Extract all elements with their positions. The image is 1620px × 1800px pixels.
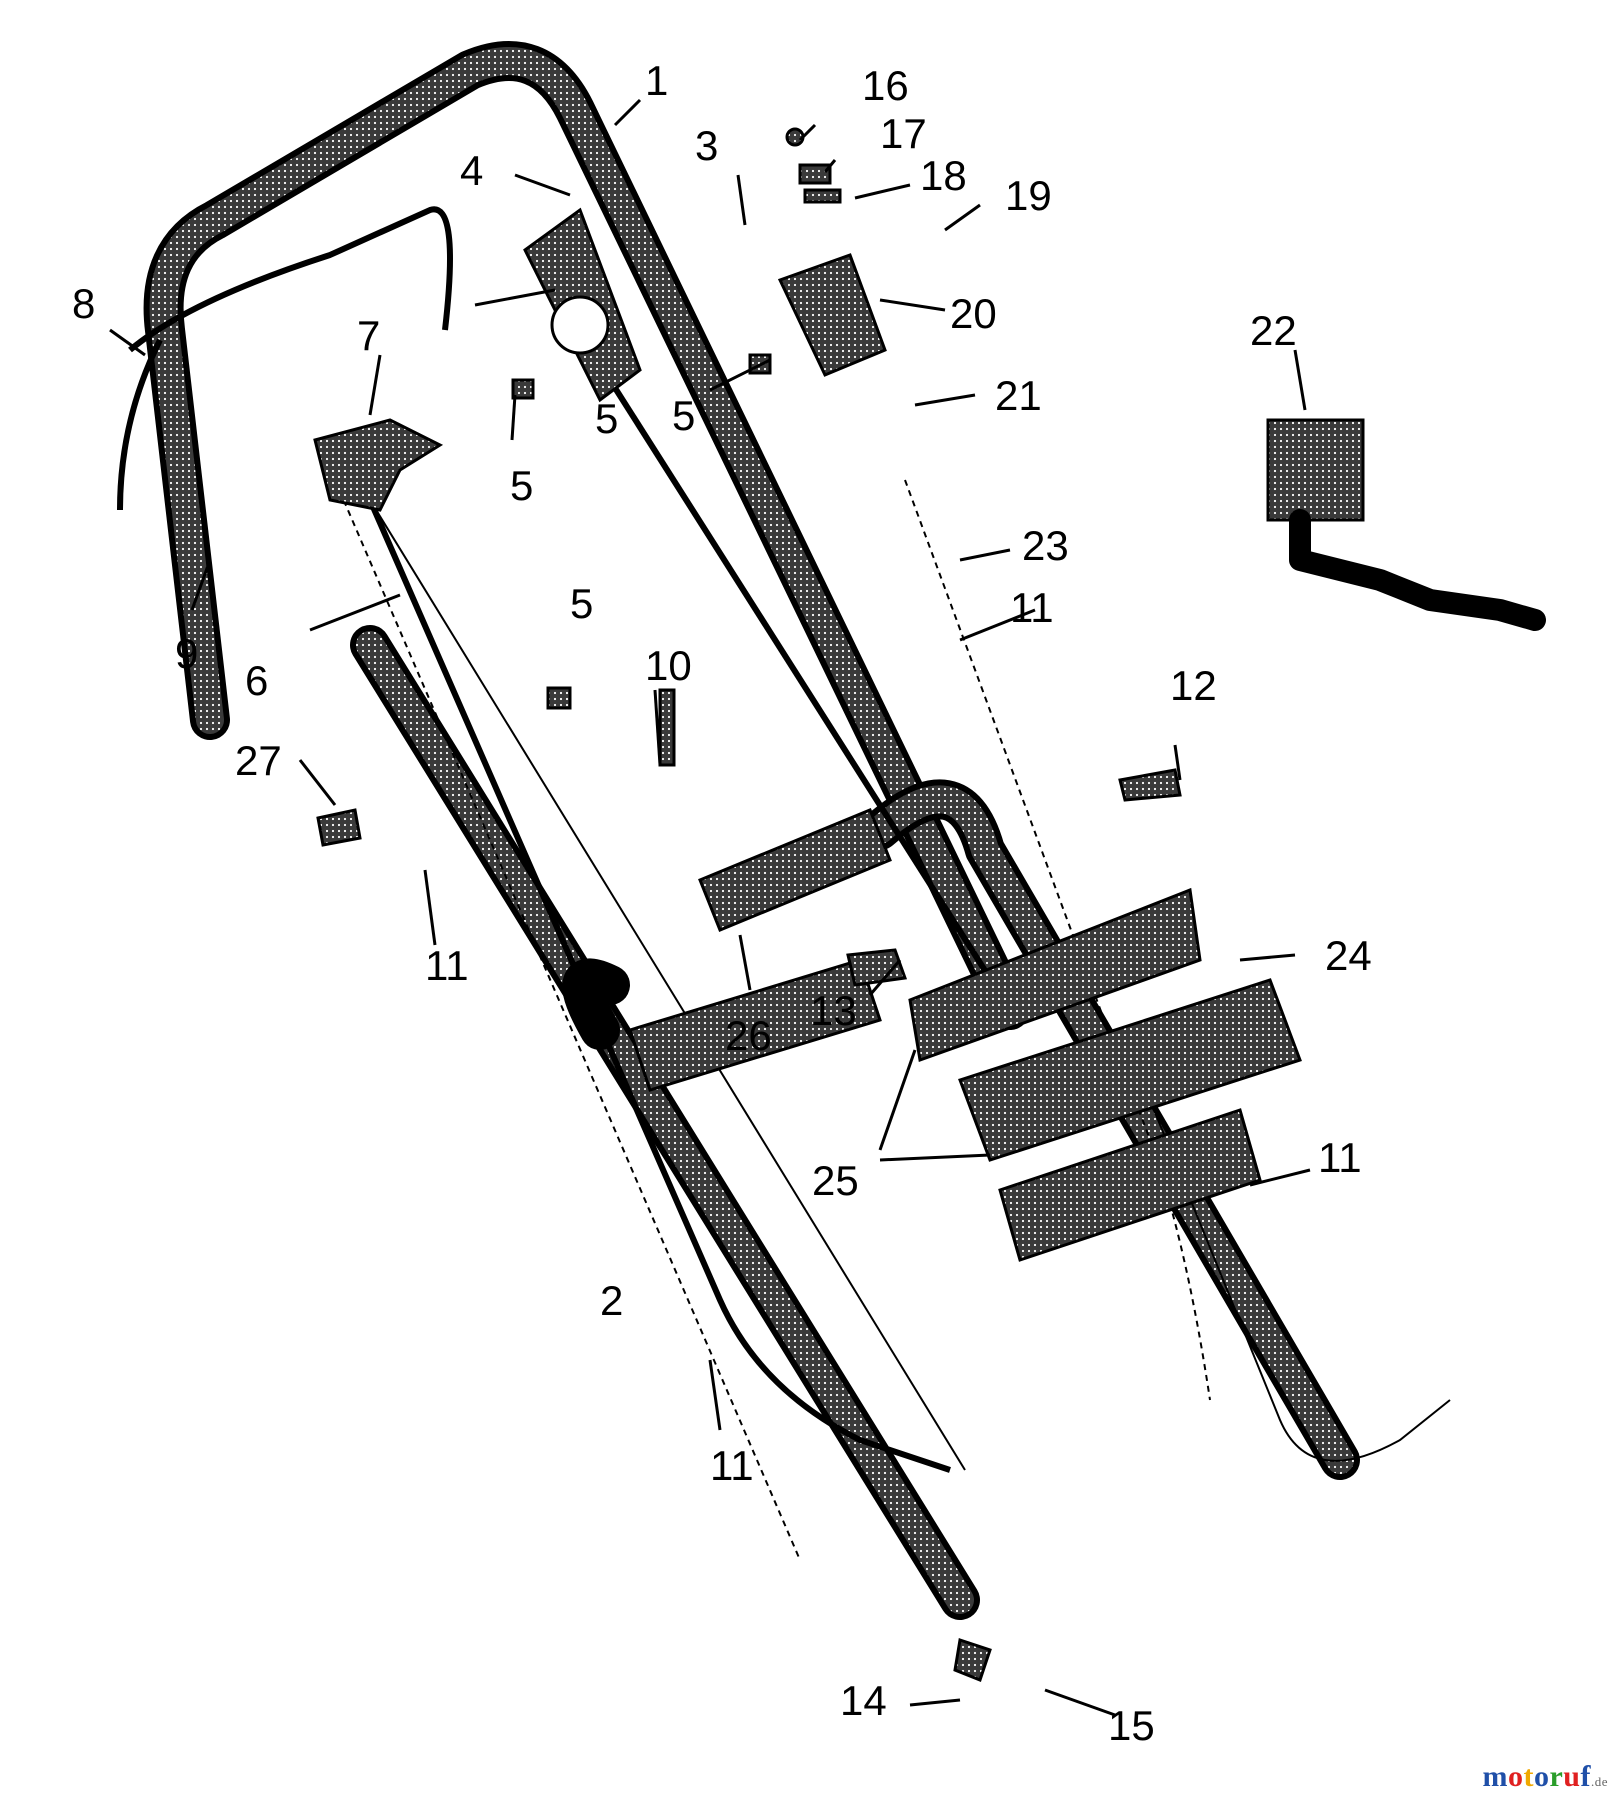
callout-26: 26	[725, 1012, 772, 1059]
callout-1: 1	[645, 57, 668, 104]
callout-15: 15	[1108, 1702, 1155, 1749]
lower-handle	[350, 625, 1360, 1620]
watermark-letter: o	[1507, 1760, 1524, 1793]
callout-10: 10	[645, 642, 692, 689]
callout-24: 24	[1325, 932, 1372, 979]
callout-5b: 5	[510, 462, 533, 509]
control-box	[523, 207, 642, 403]
battery-block	[628, 808, 1302, 1262]
callout-23: 23	[1022, 522, 1069, 569]
watermark-letter: m	[1482, 1760, 1508, 1793]
bail-lever	[313, 418, 444, 512]
callout-9: 9	[175, 630, 198, 677]
callout-11c: 11	[1318, 1134, 1362, 1181]
callout-5d: 5	[595, 395, 618, 442]
watermark-letter: o	[1533, 1760, 1550, 1793]
callout-4: 4	[460, 147, 483, 194]
callout-13: 13	[810, 987, 857, 1034]
callout-7: 7	[357, 312, 380, 359]
watermark-letter: u	[1563, 1760, 1581, 1793]
watermark-letter: t	[1523, 1760, 1534, 1793]
watermark-text: motoruf	[1482, 1760, 1591, 1793]
callout-18: 18	[920, 152, 967, 199]
callout-17: 17	[880, 110, 927, 157]
leader-lines	[109, 98, 1311, 1717]
callout-22: 22	[1250, 307, 1297, 354]
control-cables	[117, 206, 1451, 1561]
callout-14: 14	[840, 1677, 887, 1724]
callout-12: 12	[1170, 662, 1217, 709]
callout-20: 20	[950, 290, 997, 337]
upper-handle	[143, 41, 1030, 1030]
watermark-suffix: .de	[1590, 1774, 1608, 1789]
callout-27: 27	[235, 737, 282, 784]
callout-19: 19	[1005, 172, 1052, 219]
callout-11a: 11	[1010, 584, 1054, 631]
watermark-logo: motoruf.de	[1482, 1760, 1608, 1794]
callout-11d: 11	[710, 1442, 754, 1489]
callout-11b: 11	[425, 942, 469, 989]
small-hardware	[316, 127, 1182, 1682]
callout-5c: 5	[570, 580, 593, 627]
charger	[1266, 418, 1546, 631]
callout-3: 3	[695, 122, 718, 169]
watermark-letter: f	[1580, 1760, 1591, 1793]
callout-25: 25	[812, 1157, 859, 1204]
watermark-letter: r	[1549, 1760, 1564, 1793]
callout-21: 21	[995, 372, 1042, 419]
switch-box	[777, 253, 887, 377]
callout-2: 2	[600, 1277, 623, 1324]
callout-6: 6	[245, 657, 268, 704]
callout-5a: 5	[672, 392, 695, 439]
callout-8: 8	[72, 280, 95, 327]
callout-16: 16	[862, 62, 909, 109]
callout-labels: 1 2 3 4 5 5 5 5 6 7 8 9 10 11 11 11 11 1…	[72, 57, 1372, 1749]
